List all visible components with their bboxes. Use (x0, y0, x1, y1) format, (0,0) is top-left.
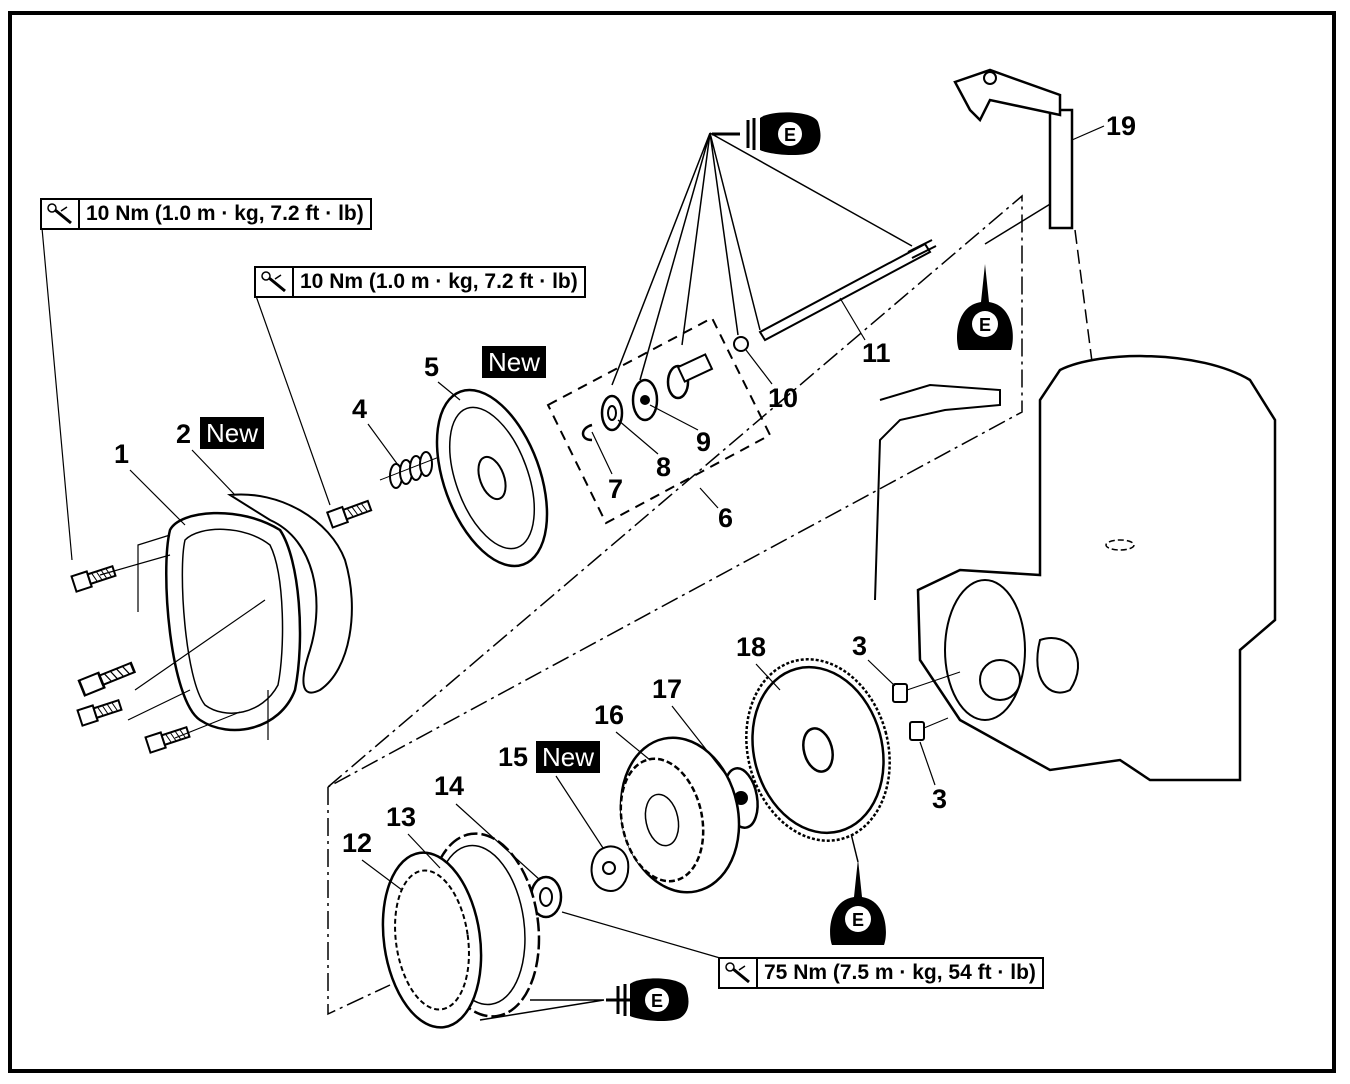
diagram-frame (8, 11, 1336, 1073)
part-label-9: 9 (696, 427, 711, 457)
svg-text:E: E (852, 910, 864, 930)
part-label-3: 3 (852, 631, 867, 661)
cover-gasket (226, 493, 353, 694)
engine-oil-icon: E (957, 264, 1013, 350)
clutch-plate (381, 851, 483, 1029)
torque-value: 75 Nm (7.5 m · kg, 54 ft · lb) (764, 961, 1036, 984)
clutch-spring (389, 451, 433, 489)
pressure-plate (435, 388, 549, 568)
part-label-11: 11 (862, 338, 891, 368)
part-label-7: 7 (608, 474, 623, 504)
circlip (581, 423, 593, 442)
cover-bolt (70, 562, 118, 593)
dowel-pin (892, 683, 908, 703)
push-rod-long (758, 239, 937, 342)
part-label-2: 2 (176, 419, 191, 449)
new-tag-circlip: New (482, 346, 547, 378)
svg-text:E: E (651, 991, 663, 1011)
cover-bolt (76, 696, 124, 727)
cover-bolt (144, 723, 192, 754)
part-label-6: 6 (718, 503, 733, 533)
part-label-14: 14 (434, 771, 464, 801)
engine-oil-icon: E (606, 978, 689, 1022)
torque-wrench-icon (720, 959, 758, 987)
cover-bolt-long (77, 658, 137, 697)
new-tag-gasket: New (200, 417, 265, 449)
engine-oil-icon: E (830, 859, 886, 945)
washer (600, 394, 624, 432)
clutch-lever-shaft (953, 68, 1074, 230)
part-label-4: 4 (352, 394, 367, 424)
part-label-5: 5 (424, 352, 439, 382)
part-label-8: 8 (656, 452, 671, 482)
part-label-1: 1 (114, 439, 129, 469)
torque-spec-spring-bolts: 10 Nm (1.0 m · kg, 7.2 ft · lb) (254, 266, 586, 298)
new-tag-lock-washer: New (536, 741, 601, 773)
torque-wrench-icon (256, 268, 294, 296)
svg-text:E: E (979, 315, 991, 335)
part-label-16: 16 (594, 700, 624, 730)
engine-crankcase (874, 354, 1277, 782)
part-label-18: 18 (736, 632, 766, 662)
part-label-15: 15 (498, 742, 528, 772)
clutch-housing (745, 658, 891, 842)
assembly-axis-lines (327, 194, 1023, 1016)
part-label-13: 13 (386, 802, 416, 832)
torque-wrench-icon (42, 200, 80, 228)
torque-spec-boss-nut: 75 Nm (7.5 m · kg, 54 ft · lb) (718, 957, 1044, 989)
part-label-10: 10 (768, 383, 798, 413)
svg-text:E: E (784, 125, 796, 145)
part-label-19: 19 (1106, 111, 1136, 141)
torque-value: 10 Nm (1.0 m · kg, 7.2 ft · lb) (86, 202, 364, 225)
engine-oil-icon: E (712, 112, 821, 156)
torque-value: 10 Nm (1.0 m · kg, 7.2 ft · lb) (300, 270, 578, 293)
clutch-boss (619, 736, 741, 894)
group-6-outline (546, 316, 772, 525)
torque-spec-cover-bolts: 10 Nm (1.0 m · kg, 7.2 ft · lb) (40, 198, 372, 230)
part-label-3b: 3 (932, 784, 947, 814)
push-rod-short (666, 353, 714, 400)
part-label-12: 12 (342, 828, 372, 858)
spring-bolt (326, 497, 374, 529)
ball (733, 336, 749, 352)
part-labels: 1 2 3 3 4 5 6 7 8 9 10 11 12 13 14 15 16… (114, 111, 1136, 891)
dowel-pin (909, 721, 925, 741)
part-label-17: 17 (652, 674, 682, 704)
